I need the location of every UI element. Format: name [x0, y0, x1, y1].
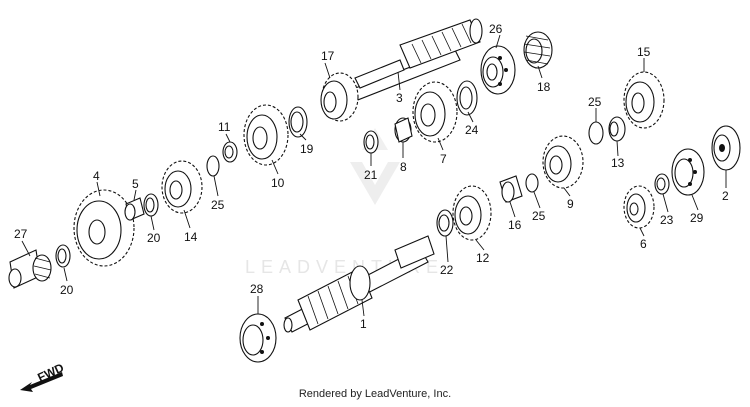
callout-2: 2 [722, 189, 729, 203]
washer-19 [288, 106, 308, 138]
callout-20-upper: 20 [147, 231, 161, 245]
gear-9 [542, 135, 584, 189]
washer-20-upper [143, 193, 159, 217]
callout-29: 29 [690, 211, 704, 225]
bearing-26 [480, 45, 516, 95]
gear-15 [623, 71, 665, 129]
callout-19: 19 [300, 142, 314, 156]
callout-3: 3 [396, 91, 403, 105]
callout-12: 12 [476, 251, 490, 265]
circlip-25-upper-right [588, 121, 604, 145]
bushing-13 [608, 116, 626, 142]
bushing-16 [499, 175, 523, 203]
gear-7 [412, 81, 458, 143]
callout-24: 24 [465, 123, 479, 137]
mainshaft-1 [283, 235, 435, 333]
callout-27: 27 [14, 227, 28, 241]
callout-21: 21 [364, 168, 378, 182]
callout-15: 15 [637, 45, 651, 59]
circlip-25-middle [525, 173, 539, 193]
callout-22: 22 [440, 263, 454, 277]
washer-24 [456, 80, 478, 116]
bushing-8 [394, 117, 413, 143]
gear-12 [452, 185, 492, 241]
callout-8: 8 [400, 160, 407, 174]
washer-21 [363, 130, 379, 154]
callout-25-left: 25 [211, 198, 225, 212]
washer-23 [654, 173, 670, 195]
bearing-28 [239, 313, 277, 363]
callout-6: 6 [640, 237, 647, 251]
callout-20-lower: 20 [60, 283, 74, 297]
bushing-5 [124, 197, 145, 221]
callout-28: 28 [250, 282, 264, 296]
callout-18: 18 [537, 80, 551, 94]
callout-25-upper-right: 25 [588, 95, 602, 109]
washer-22 [436, 209, 454, 237]
gear-17 [320, 72, 359, 122]
washer-20-lower [55, 244, 71, 268]
gear-4 [73, 189, 135, 267]
gear-6 [623, 185, 655, 229]
callout-11: 11 [218, 120, 231, 134]
washer-11 [222, 141, 238, 163]
callout-4: 4 [93, 169, 100, 183]
arrow-icon [20, 372, 63, 392]
callout-5: 5 [132, 177, 139, 191]
callout-17: 17 [321, 49, 335, 63]
needle-bearing-27 [8, 249, 52, 289]
callout-26: 26 [489, 22, 503, 36]
footer-credit: Rendered by LeadVenture, Inc. [298, 388, 452, 400]
callout-10: 10 [271, 176, 285, 190]
callout-23: 23 [660, 213, 674, 227]
gear-14 [161, 160, 203, 214]
gear-10 [243, 104, 289, 166]
leader-lines [21, 34, 727, 317]
callout-1: 1 [360, 317, 367, 331]
callout-13: 13 [611, 156, 625, 170]
callout-16: 16 [508, 218, 522, 232]
callout-25-middle: 25 [532, 209, 546, 223]
callout-14: 14 [184, 230, 198, 244]
bearing-29 [671, 148, 705, 196]
callout-9: 9 [567, 197, 574, 211]
needle-bearing-18 [523, 31, 553, 69]
circlip-25-left [206, 155, 220, 177]
callout-7: 7 [440, 152, 447, 166]
callout-numbers: 17 3 26 18 15 7 24 8 21 10 19 11 25 14 4… [14, 22, 729, 331]
fwd-label: FWD [35, 360, 66, 384]
bearing-cap-2 [711, 125, 741, 171]
